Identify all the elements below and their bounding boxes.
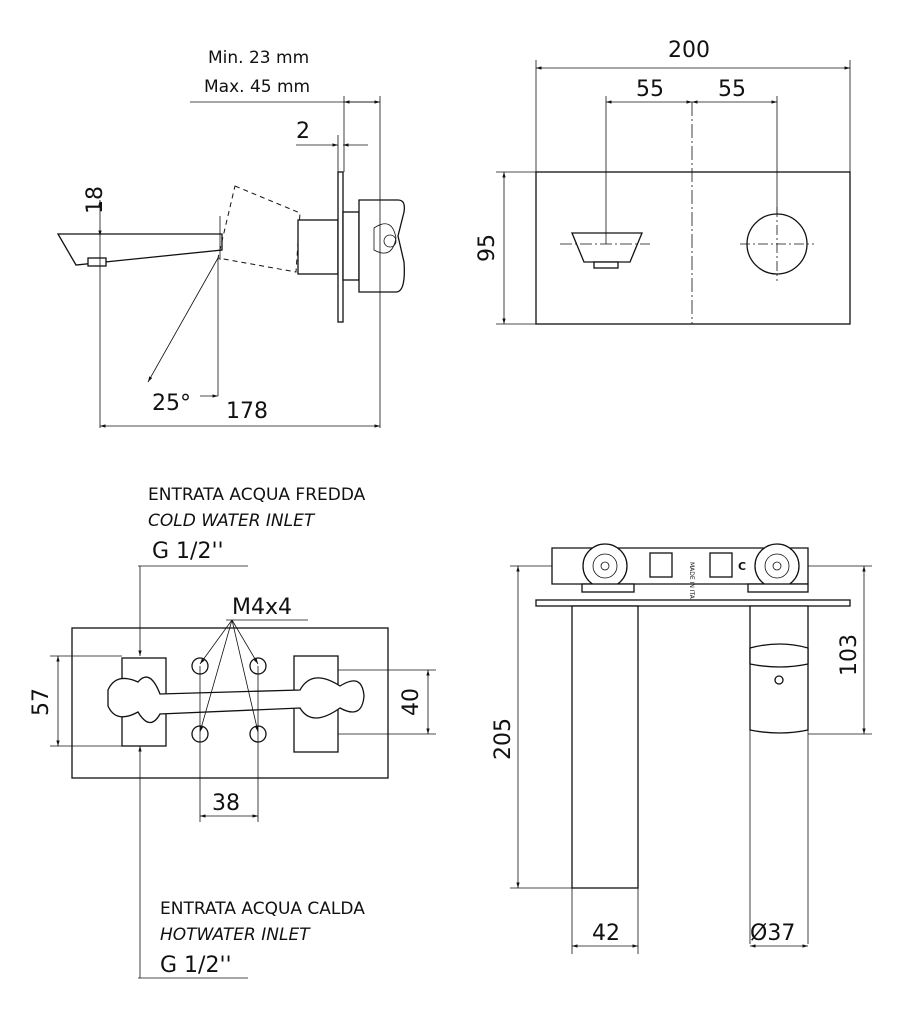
body-side — [297, 219, 339, 275]
dim-spout-width: 42 — [592, 921, 620, 946]
spout-bottom — [571, 605, 639, 889]
cold-mark: C — [738, 560, 746, 573]
bottom-view: MADE IN ITALY C 205 103 42 Ø37 — [491, 543, 872, 954]
dim-handle-depth: 103 — [837, 634, 862, 676]
made-in-italy-mark: MADE IN ITALY — [688, 562, 695, 605]
min-thickness-label: Min. 23 mm — [208, 48, 309, 68]
cold-inlet-label-it: ENTRATA ACQUA FREDDA — [148, 485, 366, 505]
dim-total-depth: 205 — [491, 718, 516, 760]
cold-inlet-label-en: COLD WATER INLET — [148, 511, 316, 531]
back-view: M4x4 ENTRATA ACQUA FREDDA COLD WATER INL… — [29, 485, 436, 979]
dim-spacing-left: 55 — [636, 77, 664, 102]
screw-size-label: M4x4 — [232, 595, 292, 620]
max-thickness-label: Max. 45 mm — [204, 77, 310, 97]
handle-bottom — [749, 605, 809, 734]
dim-spout-height: 18 — [83, 186, 108, 214]
wall-plate-side — [337, 171, 344, 323]
handle-side — [358, 199, 406, 293]
hot-inlet-label-it: ENTRATA ACQUA CALDA — [160, 899, 365, 919]
dim-plate-width: 200 — [668, 38, 710, 63]
hot-inlet-thread: G 1/2'' — [160, 953, 232, 978]
dim-spacing-right: 55 — [718, 77, 746, 102]
cold-inlet-thread: G 1/2'' — [152, 539, 224, 564]
dim-screw-spacing: 38 — [212, 791, 240, 816]
swivel-outline — [217, 185, 301, 273]
wall-plate-bottom — [535, 599, 851, 607]
side-view: 18 Min. 23 mm Max. 45 mm 2 25° 178 — [56, 48, 406, 428]
aerator-side — [87, 257, 107, 267]
connector-body-back — [107, 676, 365, 724]
front-view: 200 55 55 95 — [475, 38, 851, 325]
spout-front — [571, 232, 643, 263]
dim-length: 178 — [226, 399, 268, 424]
dim-inlet-spacing: 57 — [29, 688, 54, 716]
spout-side — [56, 233, 223, 266]
dim-body-height: 40 — [399, 688, 424, 716]
dim-plate-thickness: 2 — [296, 119, 310, 144]
dim-angle: 25° — [152, 391, 191, 416]
dim-plate-height: 95 — [475, 234, 500, 262]
hot-inlet-label-en: HOTWATER INLET — [160, 925, 311, 945]
dim-handle-diameter: Ø37 — [750, 921, 795, 946]
